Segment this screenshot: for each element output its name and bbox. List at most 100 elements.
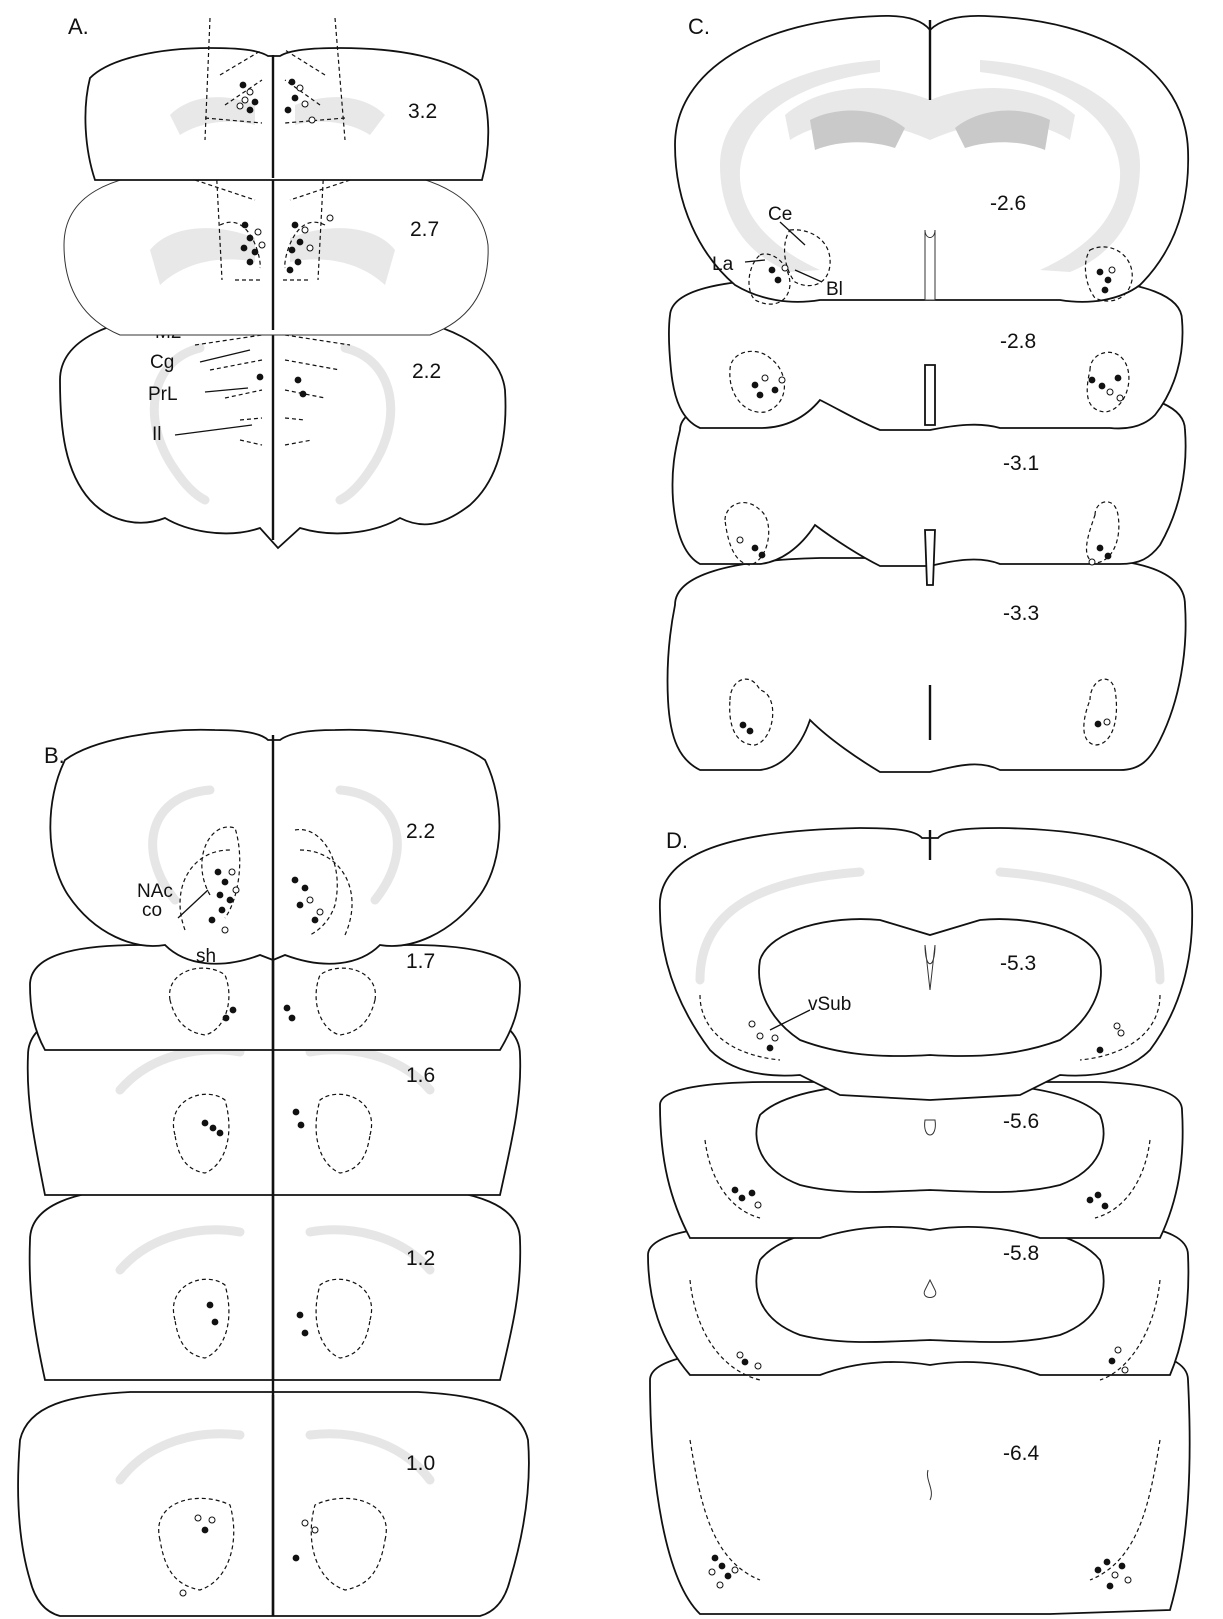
site-filled	[759, 552, 765, 558]
site-filled	[1089, 377, 1095, 383]
site-filled	[1097, 545, 1103, 551]
site-open	[195, 1515, 201, 1521]
site-filled	[209, 917, 215, 923]
site-filled	[292, 222, 298, 228]
panel-a-label: A.	[68, 14, 89, 39]
panel-b-label: B.	[44, 743, 65, 768]
site-open	[302, 101, 308, 107]
site-filled	[247, 259, 253, 265]
site-open	[782, 265, 788, 271]
level-d-5-6: -5.6	[1003, 1110, 1039, 1133]
site-filled	[739, 1195, 745, 1201]
panel-c-section-2-6: Ce La Bl -2.6	[675, 16, 1188, 304]
site-filled	[242, 222, 248, 228]
site-filled	[297, 1312, 303, 1318]
site-open	[709, 1569, 715, 1575]
site-open	[1112, 1572, 1118, 1578]
site-open	[222, 927, 228, 933]
site-filled	[289, 1015, 295, 1021]
level-c-2-6: -2.6	[990, 192, 1026, 215]
region-ce: Ce	[768, 204, 792, 225]
site-filled	[257, 374, 263, 380]
site-open	[755, 1202, 761, 1208]
site-open	[242, 97, 248, 103]
site-open	[297, 85, 303, 91]
level-d-5-3: -5.3	[1000, 952, 1036, 975]
site-open	[717, 1582, 723, 1588]
site-filled	[298, 1122, 304, 1128]
site-filled	[747, 728, 753, 734]
site-open	[233, 887, 239, 893]
site-open	[737, 537, 743, 543]
site-open	[307, 245, 313, 251]
site-filled	[289, 79, 295, 85]
level-d-6-4: -6.4	[1003, 1442, 1040, 1465]
site-filled	[302, 885, 308, 891]
site-filled	[769, 267, 775, 273]
site-filled	[1115, 375, 1121, 381]
region-sh: sh	[196, 946, 216, 967]
site-filled	[217, 1130, 223, 1136]
site-open	[749, 1021, 755, 1027]
site-filled	[732, 1187, 738, 1193]
site-filled	[712, 1555, 718, 1561]
site-filled	[312, 917, 318, 923]
panel-a-section-3-2: 3.2	[85, 18, 488, 180]
site-open	[259, 242, 265, 248]
site-filled	[1105, 277, 1111, 283]
site-filled	[1102, 287, 1108, 293]
site-open	[209, 1517, 215, 1523]
site-filled	[297, 902, 303, 908]
panel-c: C. -3.3 -3.1 -2.8	[667, 14, 1188, 772]
site-filled	[1095, 1567, 1101, 1573]
level-c-3-3: -3.3	[1003, 602, 1039, 625]
site-open	[1115, 1347, 1121, 1353]
site-filled	[230, 1007, 236, 1013]
site-open	[1089, 559, 1095, 565]
site-filled	[302, 1330, 308, 1336]
site-filled	[725, 1573, 731, 1579]
site-open	[247, 89, 253, 95]
site-filled	[300, 391, 306, 397]
level-b-1-7: 1.7	[406, 950, 435, 973]
site-filled	[740, 722, 746, 728]
site-open	[737, 1352, 743, 1358]
site-filled	[775, 277, 781, 283]
site-filled	[252, 249, 258, 255]
level-b-1-2: 1.2	[406, 1247, 435, 1270]
region-cg: Cg	[150, 352, 174, 373]
site-filled	[252, 99, 258, 105]
panel-b-section-1-2: 1.2	[30, 1188, 521, 1380]
site-open	[180, 1590, 186, 1596]
site-open	[327, 215, 333, 221]
site-open	[755, 1363, 761, 1369]
level-d-5-8: -5.8	[1003, 1242, 1039, 1265]
region-bl: Bl	[826, 279, 843, 300]
region-la: La	[712, 254, 734, 275]
site-filled	[215, 869, 221, 875]
site-filled	[1105, 553, 1111, 559]
site-filled	[1095, 1192, 1101, 1198]
site-filled	[1097, 1047, 1103, 1053]
region-nac: NAc	[137, 881, 173, 902]
level-b-1-6: 1.6	[406, 1064, 435, 1087]
panel-b-section-1-7: 1.7	[30, 945, 520, 1050]
site-open	[757, 1033, 763, 1039]
site-filled	[1104, 1559, 1110, 1565]
site-open	[302, 227, 308, 233]
site-filled	[757, 392, 763, 398]
site-filled	[227, 897, 233, 903]
site-open	[1117, 395, 1123, 401]
site-filled	[749, 1190, 755, 1196]
site-filled	[247, 235, 253, 241]
site-open	[762, 375, 768, 381]
panel-d-section-5-6: -5.6	[660, 1082, 1183, 1238]
site-open	[772, 1035, 778, 1041]
panel-b: B. 1.0 1.2 1.6	[18, 730, 529, 1616]
site-filled	[292, 877, 298, 883]
site-filled	[1102, 1203, 1108, 1209]
site-filled	[1087, 1197, 1093, 1203]
site-filled	[285, 107, 291, 113]
site-filled	[1095, 721, 1101, 727]
